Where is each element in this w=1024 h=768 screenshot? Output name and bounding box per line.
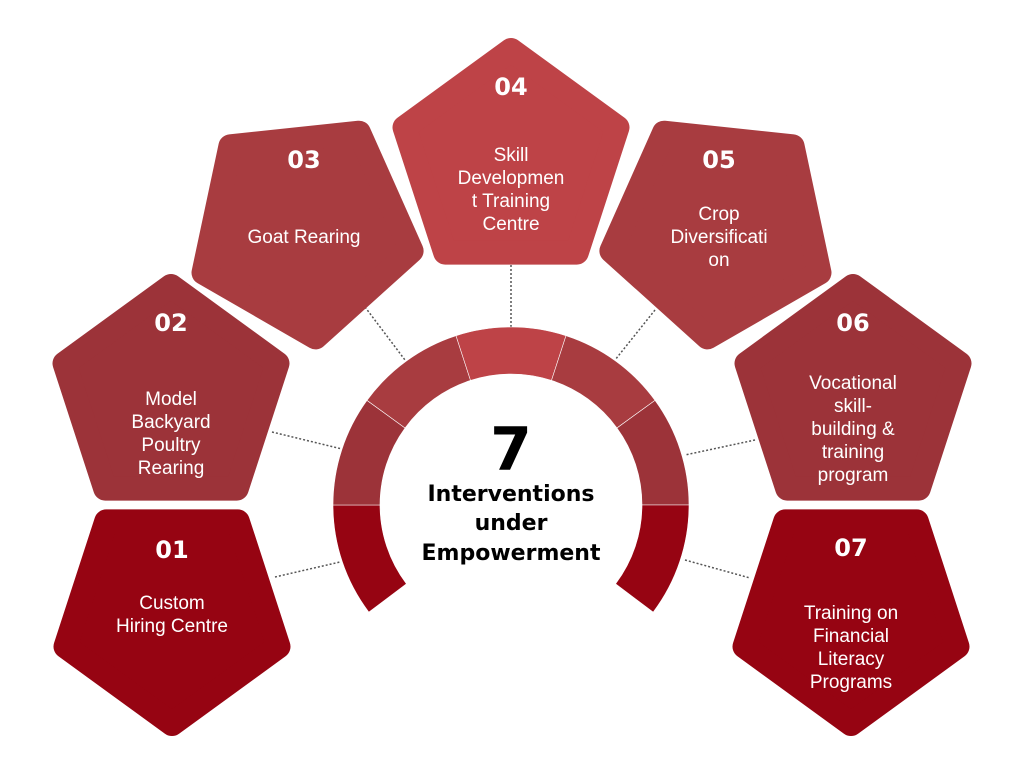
center-arc — [332, 326, 690, 613]
intervention-label-line: Model — [145, 389, 197, 410]
connector-line-02 — [271, 431, 343, 450]
intervention-label-line: Developmen — [458, 168, 565, 189]
intervention-label-line: Rearing — [138, 458, 205, 479]
intervention-label-line: training — [822, 442, 884, 463]
intervention-label-line: Goat Rearing — [247, 227, 360, 248]
arc-segment-03 — [366, 335, 471, 429]
pentagon-shape — [732, 509, 970, 736]
intervention-label-line: Custom — [139, 593, 204, 614]
arc-segment-01 — [332, 504, 407, 613]
pentagon-shape — [599, 120, 832, 350]
intervention-number: 04 — [494, 73, 527, 101]
intervention-label-line: Skill — [494, 145, 529, 166]
arc-segment-07 — [615, 504, 690, 613]
intervention-label-line: Diversificati — [670, 227, 767, 248]
intervention-label-line: skill- — [834, 396, 872, 417]
intervention-label-line: Poultry — [141, 435, 201, 456]
intervention-label-line: Financial — [813, 626, 889, 647]
arc-segment-02 — [332, 399, 406, 506]
center-title-line-3: Empowerment — [422, 541, 601, 566]
pentagon-shape — [734, 274, 972, 501]
arc-segment-06 — [616, 399, 690, 506]
intervention-number: 03 — [287, 146, 320, 174]
intervention-label-line: t Training — [472, 191, 550, 212]
intervention-number: 02 — [154, 309, 187, 337]
connector-line-06 — [684, 439, 756, 456]
intervention-label-line: program — [818, 465, 889, 486]
intervention-label-line: Centre — [482, 214, 539, 235]
intervention-label-line: on — [708, 250, 729, 271]
connectors — [271, 265, 756, 579]
arc-segment-04 — [455, 326, 567, 381]
intervention-label-line: Literacy — [818, 649, 885, 670]
intervention-label-line: Vocational — [809, 373, 897, 394]
pentagon-shape — [191, 120, 424, 350]
intervention-number: 05 — [702, 146, 735, 174]
center-title-line-2: under — [475, 511, 548, 536]
intervention-label-line: Crop — [698, 204, 739, 225]
pentagon-shape — [53, 509, 291, 736]
pentagon-shape — [392, 38, 630, 265]
connector-line-05 — [614, 309, 656, 361]
intervention-number: 06 — [836, 309, 869, 337]
connector-line-07 — [684, 559, 751, 579]
intervention-number: 07 — [834, 534, 867, 562]
center-label: 7 Interventions under Empowerment — [422, 415, 601, 566]
intervention-count: 7 — [490, 415, 532, 485]
intervention-number: 01 — [155, 536, 188, 564]
connector-line-03 — [364, 306, 406, 361]
intervention-label-line: Backyard — [131, 412, 210, 433]
connector-line-01 — [274, 561, 341, 578]
center-title-line-1: Interventions — [428, 482, 595, 507]
pentagon-shape — [52, 274, 290, 501]
intervention-label-line: Hiring Centre — [116, 616, 228, 637]
intervention-label-line: Training on — [804, 603, 898, 624]
intervention-label-line: Programs — [810, 672, 892, 693]
arc-segment-05 — [551, 335, 656, 429]
intervention-label-line: building & — [811, 419, 895, 440]
